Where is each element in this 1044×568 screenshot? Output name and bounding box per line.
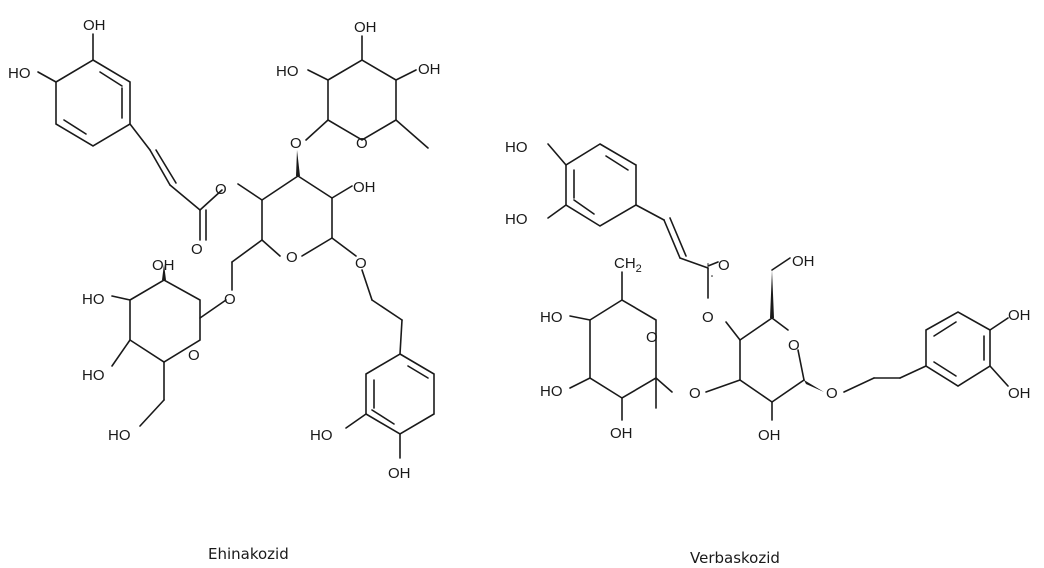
atom-label-oh: OH (418, 61, 441, 78)
atom-label-o: O (355, 255, 367, 272)
rhamnose-ring-right (569, 271, 673, 421)
atom-label-ho: HO (540, 309, 563, 326)
atom-label-o: O (188, 347, 200, 364)
caption-ehinakozid: Ehinakozid (208, 545, 289, 563)
atom-label-o: O (718, 257, 730, 274)
atom-label-oh: OH (353, 179, 376, 196)
atom-label-oh: OH (152, 257, 175, 274)
rhamnose-ring (305, 35, 429, 149)
atom-label-o: O (191, 241, 203, 258)
atom-label-ho: HO (505, 211, 528, 228)
central-glucose-ring-right (705, 257, 824, 421)
catechol-ring-right (925, 311, 1009, 387)
atom-label-oh: OH (354, 19, 377, 36)
atom-label-ho: HO (82, 367, 105, 384)
atom-label-ch: CH (614, 255, 636, 272)
atom-label-ho: HO (108, 427, 131, 444)
ehinakozid-structure (37, 33, 435, 459)
caption-verbaskozid: Verbaskozid (690, 549, 780, 567)
atom-label-ho: HO (8, 65, 31, 82)
atom-label-ch2: CH2 (614, 255, 642, 275)
chemical-structures: OH HO O O O O OH O OH HO OH O O OH HO O … (8, 17, 1031, 482)
atom-label-oh: OH (1008, 307, 1031, 324)
central-glucose-ring (231, 150, 357, 291)
atom-label-oh: OH (610, 425, 633, 442)
caffeoyl-ring-right (547, 143, 665, 227)
caffeoyl-ring-left (37, 33, 151, 151)
atom-label-o: O (689, 385, 701, 402)
atom-label-ho: HO (310, 427, 333, 444)
atom-label-oh: OH (388, 465, 411, 482)
atom-label-o: O (215, 181, 227, 198)
atom-label-ho: HO (276, 63, 299, 80)
atom-label-ho: HO (82, 291, 105, 308)
catechol-ring-bottom (345, 353, 435, 459)
atom-label-o: O (356, 135, 368, 152)
atom-label-o: O (788, 337, 800, 354)
atom-label-ch2-subscript: 2 (636, 263, 642, 275)
atom-label-o: O (646, 329, 658, 346)
atom-label-oh: OH (1008, 385, 1031, 402)
atom-labels: OH HO O O O O OH O OH HO OH O O OH HO O … (8, 17, 1031, 482)
atom-label-oh: OH (758, 427, 781, 444)
atom-label-o: O (224, 291, 236, 308)
atom-label-o: O (290, 135, 302, 152)
atom-label-o: O (702, 309, 714, 326)
atom-label-oh: OH (83, 17, 106, 34)
glucose-ring-left (111, 264, 227, 427)
verbaskozid-structure (547, 143, 1009, 421)
atom-label-ho: HO (540, 383, 563, 400)
atom-label-ho: HO (505, 139, 528, 156)
atom-label-o: O (286, 249, 298, 266)
atom-label-o: O (826, 385, 838, 402)
atom-label-oh: OH (792, 253, 815, 270)
